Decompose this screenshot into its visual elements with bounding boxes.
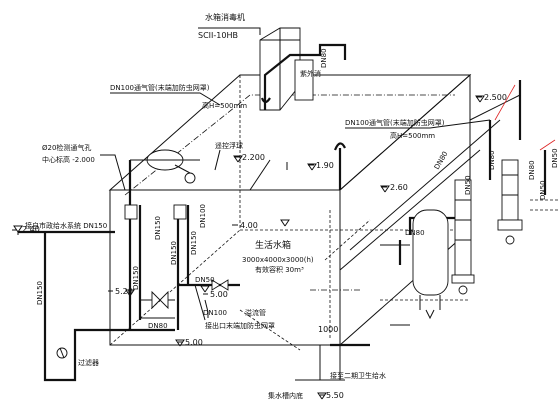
dn150-c-label: DN150: [170, 241, 178, 265]
overflow-label: 溢流管: [245, 308, 266, 317]
disinfector-title: 水箱消毒机: [205, 12, 245, 22]
elevation-240-label: 2.40: [22, 225, 40, 234]
elevation-190-label: 1.90: [316, 161, 334, 170]
dn80-d-label: DN80: [148, 322, 168, 330]
elevation-2500-label: 2.500: [484, 93, 507, 102]
tank-name-label: 生活水箱: [255, 239, 291, 251]
tank-volume-label: 有效容积 30m³: [255, 265, 304, 274]
pump-unit-1: [451, 179, 475, 295]
inlet-left-label: 接自市政给水系统 DN150: [25, 221, 107, 230]
elevation-550-label: 5.50: [326, 391, 344, 400]
dn50-pump-label: DN50: [539, 180, 547, 200]
dn150-a-label: DN150: [132, 266, 140, 290]
elevation-500-a-label: 5.00: [210, 290, 228, 299]
elevation-markers: [13, 95, 485, 400]
elevation-500-b-label: 5.00: [185, 338, 203, 347]
inlet-pipes: [18, 160, 190, 382]
height-500-left-label: 高H=500mm: [202, 101, 247, 110]
detection-hole-elevation-label: 中心标高 -2.000: [42, 155, 95, 164]
sump-label: 集水槽内底: [268, 391, 303, 400]
dn50-valve-label: DN50: [195, 276, 215, 284]
height-500-right-label: 高H=500mm: [390, 131, 435, 140]
dn80-pump2-label: DN80: [405, 229, 425, 237]
dn80-a-label: DN80: [433, 150, 450, 171]
disinfector-model: SCII-10HB: [198, 31, 238, 40]
dn80-top-label: DN80: [320, 48, 328, 68]
dn100-overflow-label: DN100: [203, 309, 227, 317]
tank-sump: [295, 345, 345, 381]
pump-unit-2: [497, 159, 523, 245]
dn80-c-label: DN80: [528, 160, 536, 180]
filter-label: 过滤器: [78, 358, 99, 367]
overflow-note-label: 接出口末端加防虫网罩: [205, 321, 275, 330]
dn50-mid-label: DN50: [464, 175, 472, 195]
elevation-260-label: 2.60: [390, 183, 408, 192]
dn80-b-label: DN80: [488, 150, 496, 170]
elevation-2200-label: 2.200: [242, 153, 265, 162]
dn100-vent-right-label: DN100通气管(末端加防虫网罩): [345, 118, 445, 127]
elevation-dashes: [12, 96, 482, 396]
dn100-side-label: DN100: [199, 204, 207, 228]
elevation-400-label: 4.00: [240, 221, 258, 230]
dn100-vent-left-label: DN100通气管(末端加防虫网罩): [110, 83, 210, 92]
dn150-b-label: DN150: [154, 216, 162, 240]
dn50-right-label: DN50: [551, 148, 559, 168]
elevation-520-label: 5.20: [115, 287, 133, 296]
dn150-d-label: DN150: [190, 231, 198, 255]
detection-hole-label: Ø20检测通气孔: [42, 143, 91, 152]
disinfector-unit: [259, 27, 347, 190]
tank-size-label: 3000x4000x3000(h): [242, 256, 314, 264]
overflow-pipe: [178, 279, 240, 321]
pressure-tank: [412, 209, 449, 320]
float-valve-label: 遥控浮球: [215, 141, 243, 150]
leader-lines: [17, 27, 491, 318]
dn150-left-label: DN150: [36, 281, 44, 305]
float-valve: [130, 149, 200, 184]
dimension-1000-label: 1000: [318, 325, 338, 334]
pump-outlet-label: 接至二期卫生给水: [330, 371, 386, 380]
sterilizer-room-label: 紫外消: [300, 69, 321, 78]
